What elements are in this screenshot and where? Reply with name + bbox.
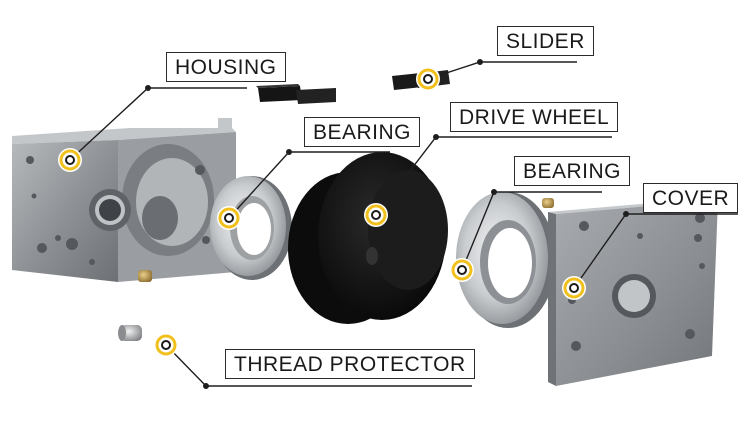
markers xyxy=(58,67,586,357)
bearing-right-part xyxy=(456,192,556,328)
marker-housing-icon xyxy=(58,148,82,172)
drive-wheel-part xyxy=(288,152,448,324)
label-bearing-right: BEARING xyxy=(514,156,631,186)
label-slider: SLIDER xyxy=(497,26,594,56)
leader-dots xyxy=(145,59,629,389)
marker-slider-icon xyxy=(416,67,440,91)
marker-thread-protector-icon xyxy=(154,333,178,357)
marker-cover-icon xyxy=(562,276,586,300)
marker-bearing-right-icon xyxy=(450,258,474,282)
marker-bearing-left-icon xyxy=(217,206,241,230)
leader-slider xyxy=(427,61,577,80)
housing-part xyxy=(12,118,236,282)
marker-drive-wheel-icon xyxy=(364,203,388,227)
label-bearing-left: BEARING xyxy=(304,117,421,147)
label-thread-protector: THREAD PROTECTOR xyxy=(225,349,475,379)
bearing-left-part xyxy=(210,176,292,280)
label-drive-wheel: DRIVE WHEEL xyxy=(450,102,619,132)
cover-part xyxy=(548,198,718,386)
label-housing: HOUSING xyxy=(166,52,286,82)
label-cover: COVER xyxy=(643,183,739,213)
fasteners xyxy=(118,198,554,341)
